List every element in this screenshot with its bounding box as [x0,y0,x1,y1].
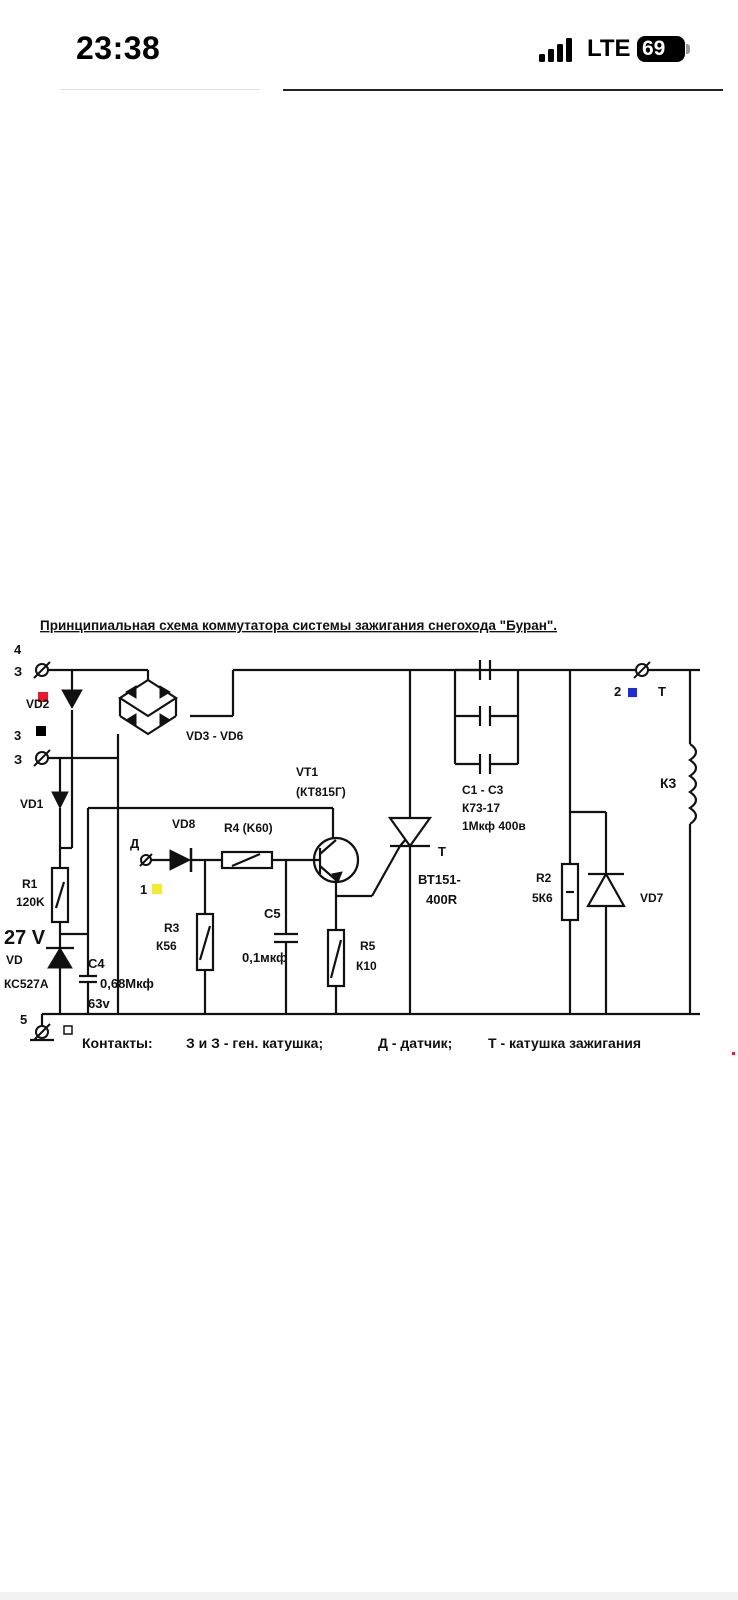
label-sensor-letter: Д [130,836,140,851]
label-k3: К3 [660,775,677,791]
zener-vd [47,947,73,969]
marker-red [38,692,48,702]
label-r5: R5 [360,939,376,953]
label-vd8: VD8 [172,817,196,831]
label-t2: 2 [614,684,621,699]
label-vd2: VD2 [26,697,50,711]
label-vd1: VD1 [20,797,44,811]
label-c1c3: С1 - С3 [462,783,504,797]
circuit-diagram: Принципиальная схема коммутатора системы… [4,618,735,1055]
diode-vd2 [61,689,83,710]
label-thyristor-val: 400R [426,892,458,907]
label-t2-letter: Т [658,684,666,699]
label-vd7: VD7 [640,891,664,905]
legend-coil: Т - катушка зажигания [488,1035,641,1051]
thyristor-symbol [387,816,433,848]
label-r3: R3 [164,921,180,935]
bridge-diode-1 [125,685,137,699]
label-r1-val: 120K [16,895,45,909]
battery-tip-icon [686,44,690,54]
label-c4: С4 [88,956,105,971]
battery-level: 69 [642,37,666,60]
label-t5: 5 [20,1012,27,1027]
marker-blue [628,688,637,697]
label-thyristor-letter: Т [438,844,446,859]
label-r3-val: К56 [156,939,177,953]
battery-icon: 69 [637,36,685,62]
label-vt1: VT1 [296,765,318,779]
signal-strength-icon [539,38,572,62]
stray-dot [732,1052,735,1055]
label-r2: R2 [536,871,552,885]
home-indicator-area [0,1592,738,1600]
label-r5-val: К10 [356,959,377,973]
label-t3b-num: 3 [14,728,21,743]
label-c5: С5 [264,906,281,921]
marker-white [63,1025,73,1035]
label-c4-val: 0,68Мкф [100,976,154,991]
label-c1c3-type: К73-17 [462,801,500,815]
label-r1: R1 [22,877,38,891]
label-t3a: З [14,664,22,679]
schematic-image[interactable]: Принципиальная схема коммутатора системы… [0,612,738,1072]
label-t1: 1 [140,882,147,897]
status-time: 23:38 [76,30,161,66]
legend-label: Контакты: [82,1035,153,1051]
label-t3b: З [14,752,22,767]
label-vd-val: КС527А [4,977,49,991]
label-vd: VD [6,953,23,967]
label-vt1-val: (КТ815Г) [296,785,346,799]
diode-vd1 [51,791,69,810]
label-bridge: VD3 - VD6 [186,729,244,743]
network-type: LTE [587,35,631,62]
label-c5-val: 0,1мкф [242,950,287,965]
label-voltage: 27 V [4,927,46,949]
diode-vd7 [586,871,626,908]
status-bar: 23:38 LTE 69 [0,0,738,92]
label-r4: R4 (K60) [224,821,273,835]
marker-black [36,726,46,736]
legend-gen: З и З - ген. катушка; [186,1035,323,1051]
divider-right [283,89,723,91]
label-t4: 4 [14,642,22,657]
label-c4-volt: 63v [88,996,110,1011]
legend-sensor: Д - датчик; [378,1035,452,1051]
schematic-title: Принципиальная схема коммутатора системы… [40,618,557,633]
label-r2-val: 5К6 [532,891,553,905]
label-c1c3-val: 1Мкф 400в [462,819,526,833]
marker-yellow [152,884,162,894]
label-thyristor: ВТ151- [418,872,461,887]
divider-left [60,89,260,90]
diode-vd8 [169,849,192,871]
